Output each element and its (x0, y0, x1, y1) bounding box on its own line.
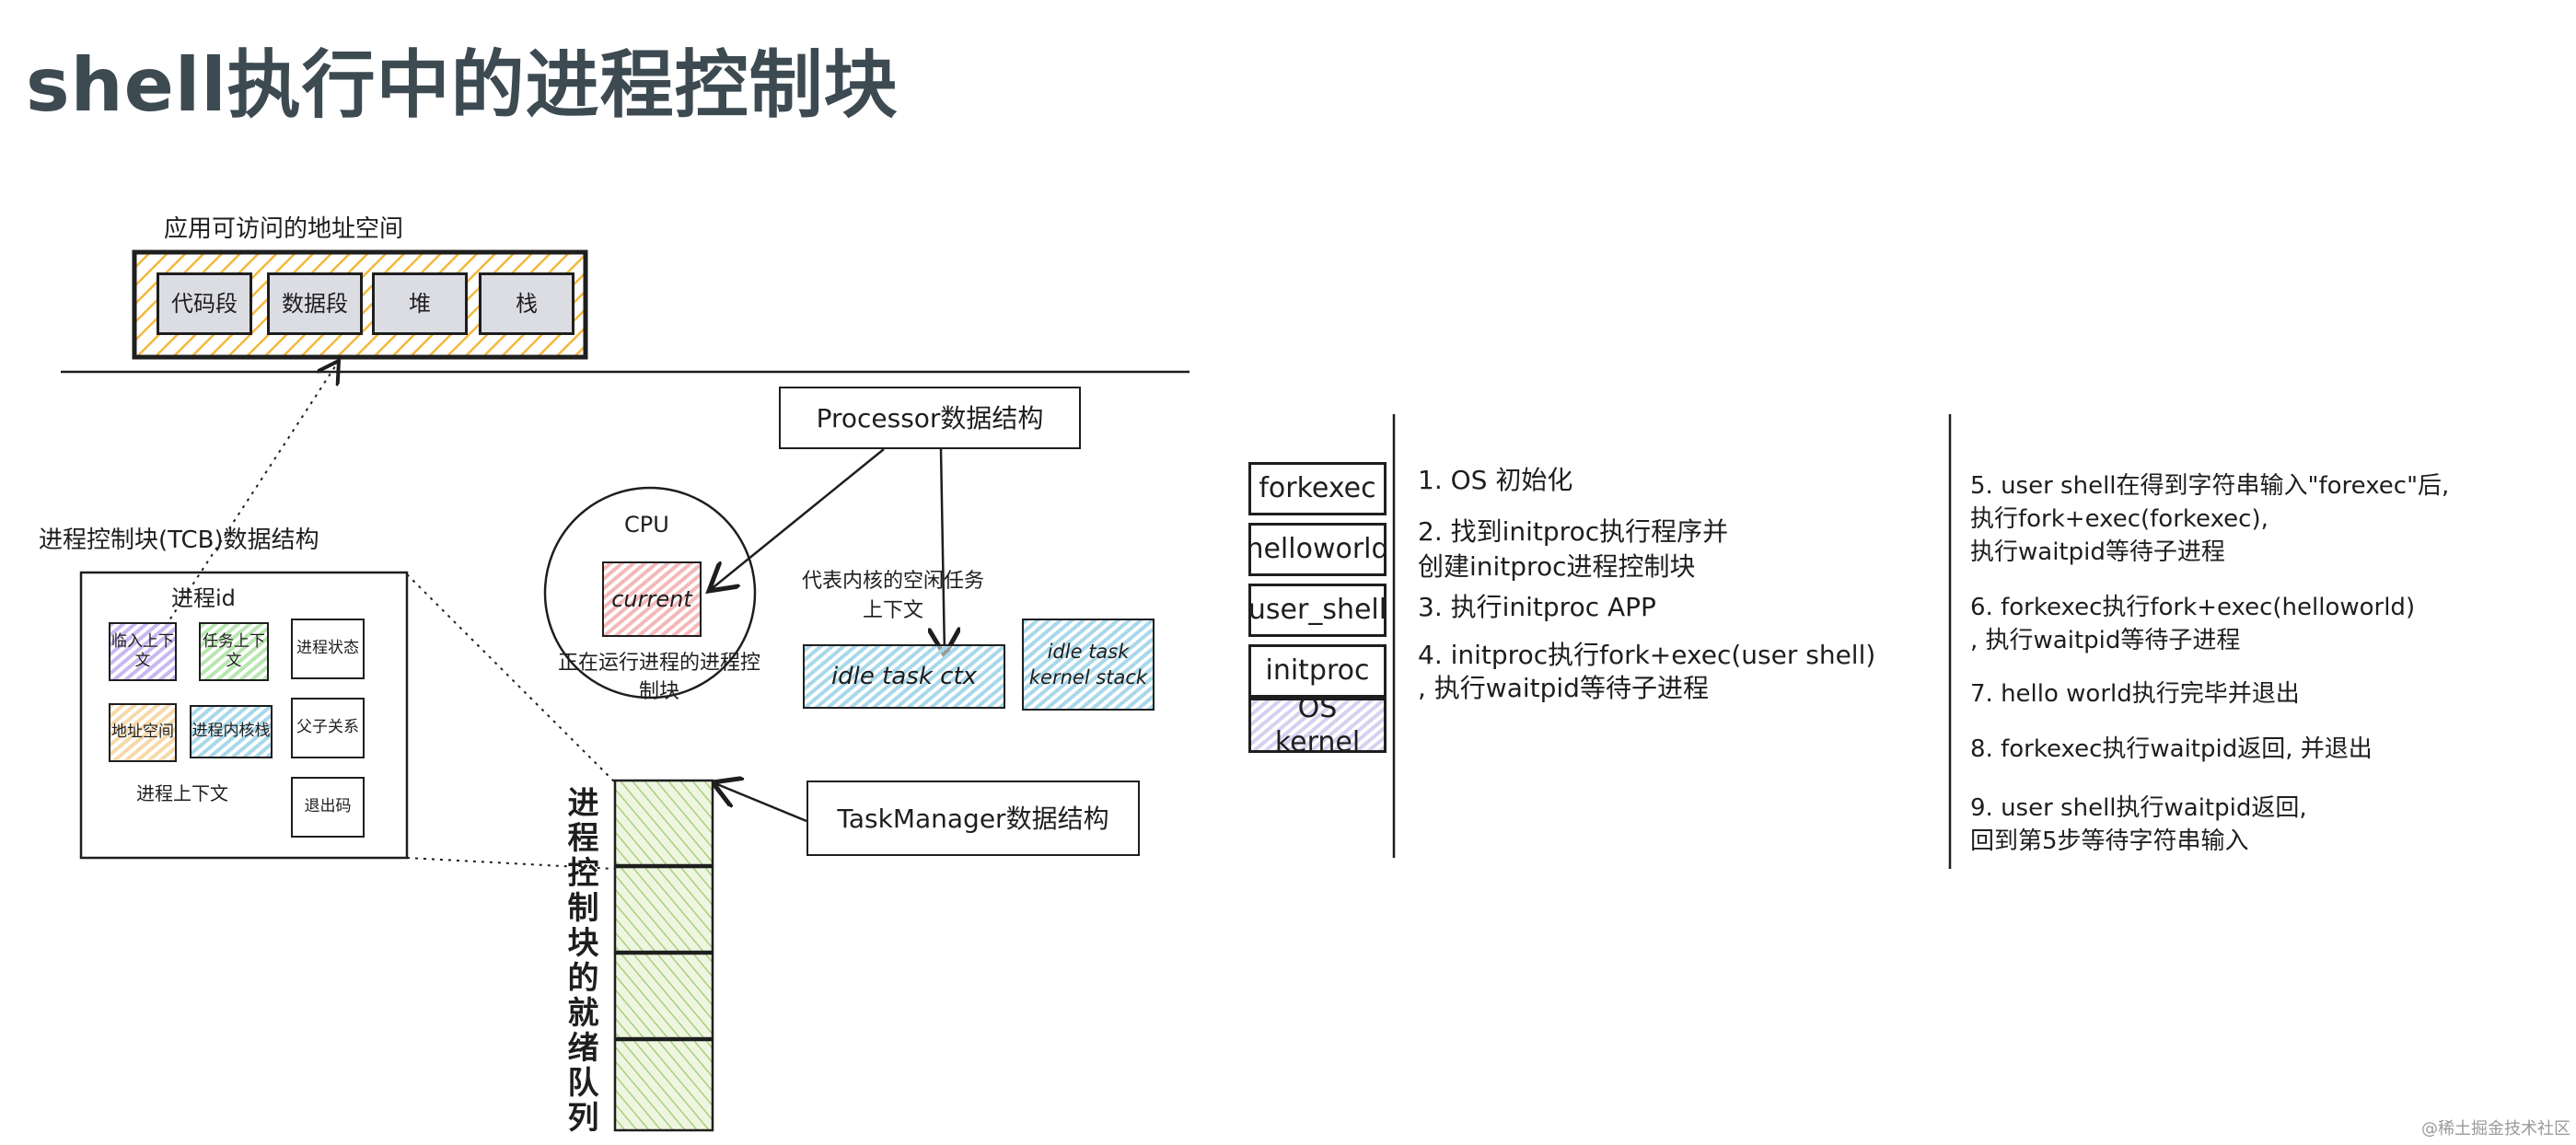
proc-context-label: 进程上下文 (136, 782, 228, 804)
address-space-label: 应用可访问的地址空间 (164, 215, 404, 243)
idle-task-caption: 代表内核的空闲任务上下文 (801, 570, 984, 622)
processor-box: Processor数据结构 (779, 387, 1081, 449)
stack-helloworld: helloworld (1246, 523, 1389, 576)
stack-segment: 栈 (479, 272, 574, 335)
tcb-label: 进程控制块(TCB)数据结构 (39, 526, 319, 554)
step-9-cont: 回到第5步等待字符串输入 (1970, 827, 2249, 855)
parent-child-cell: 父子关系 (291, 698, 365, 758)
step-4: 4. initproc执行fork+exec(user shell) (1418, 640, 1876, 670)
ready-queue-label: 进程控制块的就绪队列 (562, 786, 598, 1136)
kernel-stack-cell: 进程内核栈 (190, 705, 273, 758)
step-3: 3. 执行initproc APP (1418, 592, 1656, 622)
stack-forkexec: forkexec (1248, 462, 1387, 515)
stack-os-kernel: OS kernel (1248, 692, 1387, 758)
watermark: @稀土掘金技术社区 (2421, 1119, 2570, 1139)
page-title: shell执行中的进程控制块 (26, 42, 899, 128)
stack-initproc: initproc (1248, 644, 1387, 698)
step-1: 1. OS 初始化 (1418, 465, 1573, 495)
current-pointer-box: current (602, 561, 702, 637)
tcb-outer-box (79, 571, 409, 860)
code-segment: 代码段 (157, 272, 252, 335)
addr-space-cell: 地址空间 (109, 703, 177, 762)
step-4-cont: , 执行waitpid等待子进程 (1418, 673, 1709, 703)
step-5-cont-1: 执行fork+exec(forkexec), (1970, 505, 2269, 533)
exit-code-cell: 退出码 (291, 777, 365, 838)
cpu-circle (543, 486, 757, 700)
cpu-label: CPU (624, 512, 669, 538)
step-5-cont-2: 执行waitpid等待子进程 (1970, 538, 2225, 566)
idle-task-ctx-box: idle task ctx (803, 644, 1005, 709)
status-cell: 进程状态 (291, 619, 365, 679)
temp-context-cell: 临入上下文 (109, 622, 177, 681)
step-8: 8. forkexec执行waitpid返回, 并退出 (1970, 735, 2373, 763)
step-5: 5. user shell在得到字符串输入"forexec"后, (1970, 472, 2450, 500)
data-segment: 数据段 (267, 272, 363, 335)
task-manager-box: TaskManager数据结构 (806, 781, 1140, 856)
pid-label: 进程id (171, 585, 236, 611)
step-9: 9. user shell执行waitpid返回, (1970, 794, 2307, 822)
cpu-caption: 正在运行进程的进程控制块 (558, 652, 761, 703)
step-7: 7. hello world执行完毕并退出 (1970, 680, 2300, 708)
step-2: 2. 找到initproc执行程序并 (1418, 516, 1729, 547)
idle-task-stack-box: idle task kernel stack (1022, 619, 1155, 711)
stack-user-shell: user_shell (1248, 584, 1387, 637)
step-6: 6. forkexec执行fork+exec(helloworld) (1970, 594, 2416, 621)
task-context-cell: 任务上下文 (199, 622, 269, 681)
heap-segment: 堆 (372, 272, 468, 335)
step-2-cont: 创建initproc进程控制块 (1418, 551, 1696, 582)
step-6-cont: , 执行waitpid等待子进程 (1970, 627, 2241, 654)
